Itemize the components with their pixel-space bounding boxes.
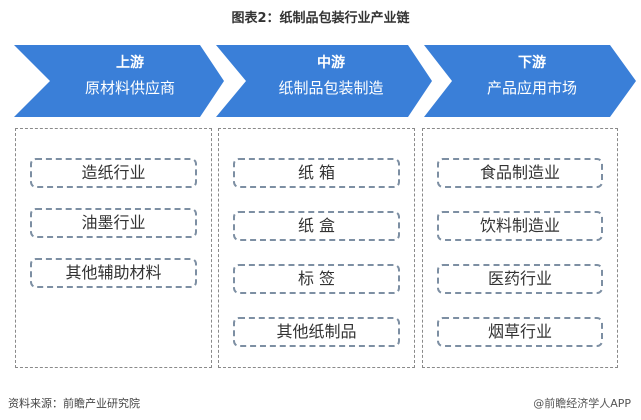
arrow-upstream (14, 45, 224, 117)
item-box: 其他纸制品 (233, 317, 400, 347)
stage-label: 中游 (317, 55, 345, 71)
item-box: 饮料制造业 (437, 211, 603, 241)
column-downstream: 食品制造业 饮料制造业 医药行业 烟草行业 (422, 128, 618, 368)
chevron-arrows (14, 45, 636, 117)
item-box: 油墨行业 (30, 208, 197, 238)
stage-name: 原材料供应商 (84, 79, 175, 97)
stage-name: 产品应用市场 (486, 79, 577, 97)
stage-label: 上游 (116, 55, 144, 71)
arrow-downstream (424, 45, 636, 117)
item-box: 食品制造业 (437, 158, 603, 188)
stage-name: 纸制品包装制造 (278, 79, 384, 97)
arrow-label-upstream: 上游 原材料供应商 (50, 53, 210, 99)
arrow-label-midstream: 中游 纸制品包装制造 (246, 53, 416, 99)
item-box: 医药行业 (437, 264, 603, 294)
item-box: 纸 盒 (233, 211, 400, 241)
stage-label: 下游 (518, 55, 546, 71)
credit-note: @前瞻经济学人APP (533, 397, 631, 410)
source-note: 资料来源：前瞻产业研究院 (8, 397, 140, 410)
arrow-midstream (216, 45, 432, 117)
item-box: 纸 箱 (233, 158, 400, 188)
item-box: 造纸行业 (30, 158, 197, 188)
item-box: 烟草行业 (437, 317, 603, 347)
column-upstream: 造纸行业 油墨行业 其他辅助材料 (15, 128, 212, 368)
figure-title: 图表2：纸制品包装行业产业链 (231, 11, 410, 26)
item-box: 其他辅助材料 (30, 258, 197, 288)
column-midstream: 纸 箱 纸 盒 标 签 其他纸制品 (218, 128, 415, 368)
arrow-label-downstream: 下游 产品应用市场 (452, 53, 612, 99)
item-box: 标 签 (233, 264, 400, 294)
